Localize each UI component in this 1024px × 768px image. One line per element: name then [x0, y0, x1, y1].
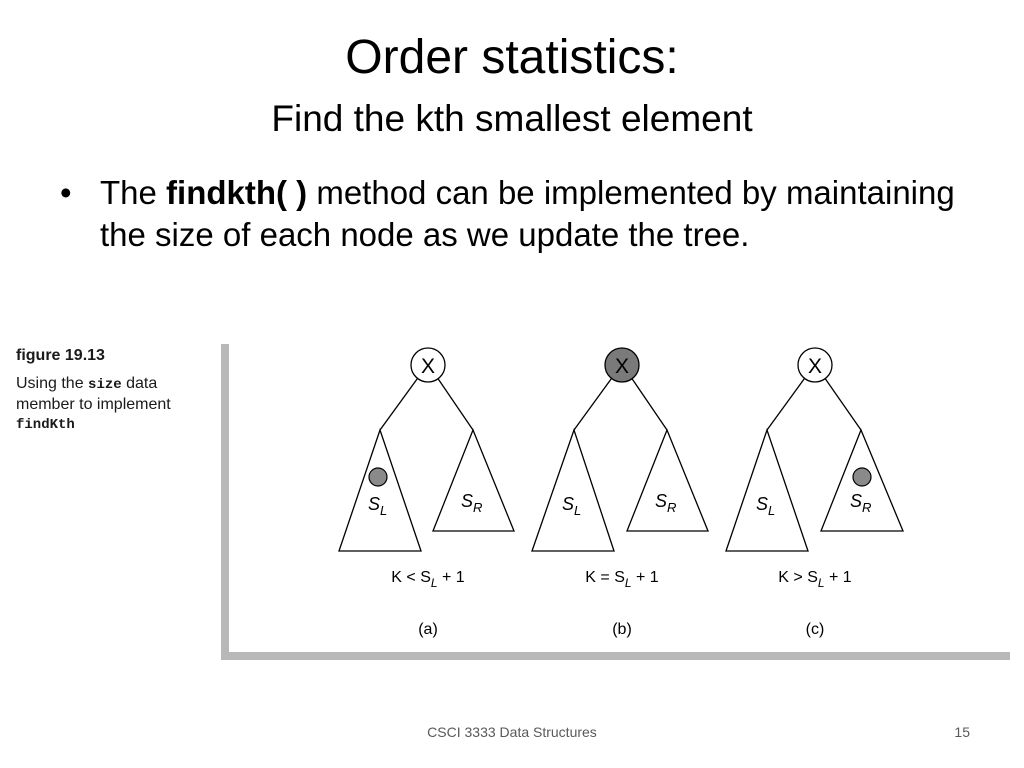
panel-b: X SL SR K = SL + 1 (b) [531, 347, 709, 638]
bullet-text-post: method can be implemented by maintaining… [100, 174, 955, 253]
left-subtree [725, 427, 809, 552]
bullet-point: • The findkth( ) method can be implement… [60, 172, 960, 256]
page-number: 15 [954, 724, 970, 740]
root-node-label: X [615, 355, 629, 378]
figure-number: figure 19.13 [16, 347, 105, 364]
right-subtree [626, 428, 709, 532]
caption-code-size: size [88, 377, 122, 393]
right-subtree-label: SR [655, 491, 676, 515]
panel-a: X SL SR K < SL + 1 (a) [338, 347, 515, 638]
condition-label: K = SL + 1 [585, 569, 659, 590]
bullet-text-pre: The [100, 174, 167, 211]
right-subtree-label: SR [461, 491, 482, 515]
bullet-dot-icon: • [60, 174, 72, 211]
tree-diagram: X SL SR K < SL + 1 (a) X SL SR K = SL + … [221, 344, 1010, 660]
target-marker [852, 467, 872, 487]
frame-left-edge [221, 344, 229, 660]
condition-label: K > SL + 1 [778, 569, 852, 590]
caption-text-mid: data member to implement [16, 375, 171, 413]
target-marker [368, 467, 388, 487]
panel-label: (c) [806, 621, 825, 638]
root-node-x [797, 347, 833, 383]
slide-title: Order statistics: [345, 31, 679, 84]
root-node-label: X [808, 355, 822, 378]
panel-label: (a) [418, 621, 438, 638]
figure-caption: figure 19.13 Using the size data member … [16, 346, 216, 435]
left-subtree-label: SL [756, 494, 775, 518]
panel-label: (b) [612, 621, 632, 638]
root-node-label: X [421, 355, 435, 378]
footer-course: CSCI 3333 Data Structures [427, 724, 597, 740]
figure-diagram: X SL SR K < SL + 1 (a) X SL SR K = SL + … [218, 342, 1010, 662]
right-subtree [432, 428, 515, 532]
root-node-x-target [604, 347, 640, 383]
left-subtree [338, 427, 422, 552]
slide-subtitle: Find the kth smallest element [271, 98, 753, 139]
caption-text-pre: Using the [16, 375, 89, 392]
left-subtree-label: SL [562, 494, 581, 518]
bullet-text: The findkth( ) method can be implemented… [100, 172, 960, 256]
root-node-x [410, 347, 446, 383]
bullet-method-name: findkth( ) [166, 174, 308, 211]
caption-code-findkth: findKth [16, 417, 75, 433]
frame-bottom-edge [221, 652, 1010, 660]
condition-label: K < SL + 1 [391, 569, 465, 590]
right-subtree-label: SR [850, 491, 871, 515]
left-subtree-label: SL [368, 494, 387, 518]
left-subtree [531, 427, 615, 552]
panel-c: X SL SR K > SL + 1 (c) [725, 347, 904, 638]
